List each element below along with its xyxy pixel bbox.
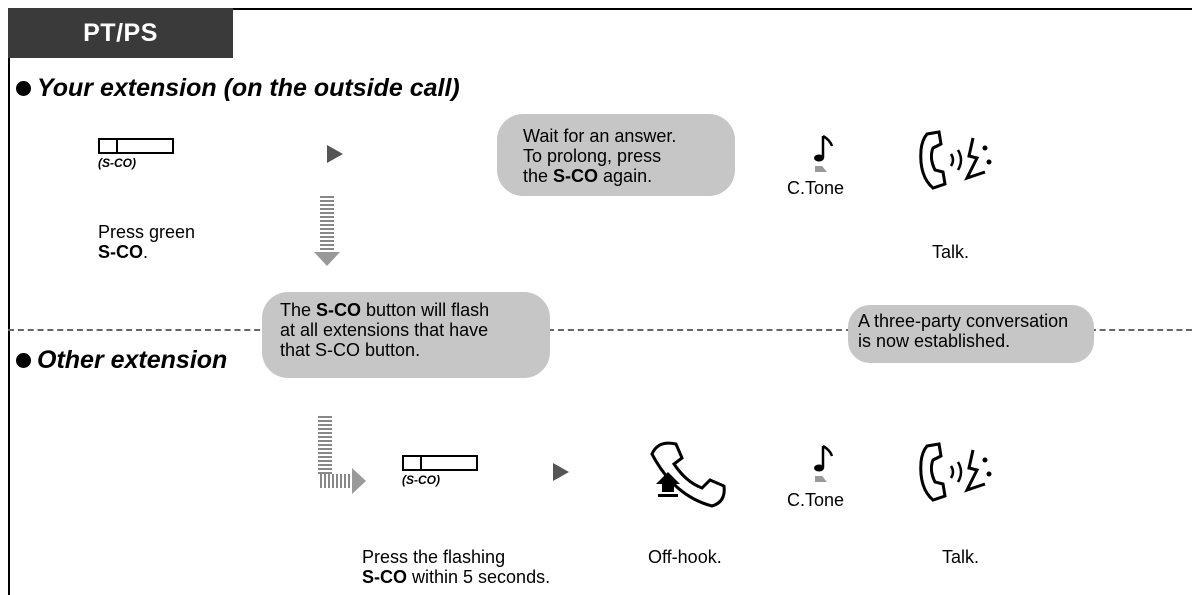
arrow-right-icon [553, 463, 569, 481]
instruction-line: S-CO within 5 seconds. [362, 567, 551, 587]
divider-dashed-line [8, 329, 270, 331]
divider-dashed-line [548, 329, 852, 331]
button-caption: (S-CO) [402, 473, 440, 487]
talk-label: Talk. [932, 242, 970, 262]
s-co-button-icon: (S-CO) [98, 138, 174, 170]
press-flashing-instruction: Press the flashing S-CO within 5 seconds… [362, 547, 550, 587]
bubble-text-line: at all extensions that have [280, 320, 489, 340]
talk-handset-icon [919, 442, 992, 502]
c-tone-label: C.Tone [787, 178, 845, 198]
bubble-text-line: that S-CO button. [280, 340, 421, 360]
talk-label: Talk. [942, 547, 980, 567]
bubble-text-line: the S-CO again. [523, 166, 653, 186]
s-co-button-icon: (S-CO) [402, 455, 478, 487]
diagram-frame [8, 8, 1192, 595]
section-title-other-extension: Other extension [37, 346, 228, 374]
section-title-your-extension: Your extension (on the outside call) [37, 74, 460, 102]
talk-handset-icon [919, 130, 992, 190]
bubble-text-line: is now established. [858, 331, 1011, 351]
bullet-icon [16, 81, 31, 96]
bubble-text-line: Wait for an answer. [523, 126, 677, 146]
press-green-instruction: Press green S-CO. [98, 222, 195, 262]
arrow-right-icon [327, 145, 343, 163]
bubble-text-line: To prolong, press [523, 146, 662, 166]
section-other-extension: Other extension [16, 346, 227, 375]
instruction-line: Press green [98, 222, 196, 242]
note-icon [814, 444, 834, 482]
wait-answer-bubble: Wait for an answer. To prolong, press th… [497, 114, 735, 196]
c-tone-label: C.Tone [787, 490, 845, 510]
off-hook-label: Off-hook. [648, 547, 722, 567]
button-caption: (S-CO) [98, 156, 136, 170]
three-party-note-bubble: A three-party conversation is now establ… [848, 305, 1094, 363]
bubble-text-line: The S-CO button will flash [280, 300, 490, 320]
section-your-extension: Your extension (on the outside call) [16, 74, 460, 103]
note-icon [814, 134, 834, 172]
bubble-text-line: A three-party conversation [858, 311, 1069, 331]
bullet-icon [16, 353, 31, 368]
down-arrow-icon [314, 194, 340, 266]
instruction-line: S-CO. [98, 242, 149, 262]
instruction-line: Press the flashing [362, 547, 506, 567]
tab-pt-ps: PT/PS [8, 8, 233, 58]
off-hook-icon [650, 441, 726, 508]
turn-arrow-icon [318, 414, 366, 494]
divider-dashed-line [1090, 329, 1192, 331]
flash-info-bubble: The S-CO button will flash at all extens… [262, 292, 550, 378]
